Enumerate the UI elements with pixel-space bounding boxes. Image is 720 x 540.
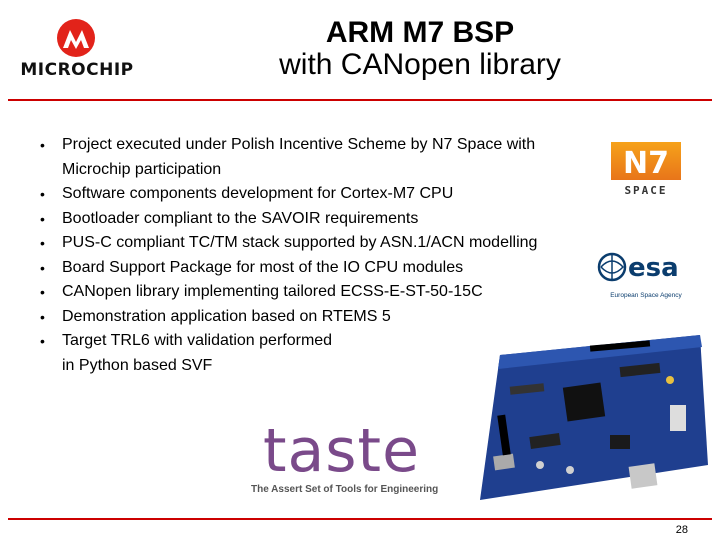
bullet-item: Board Support Package for most of the IO… (40, 256, 560, 281)
n7-space-logo: N7 SPACE (611, 142, 681, 197)
header-divider (8, 99, 712, 101)
bullet-item: Project executed under Polish Incentive … (40, 133, 560, 182)
bullet-item: CANopen library implementing tailored EC… (40, 280, 560, 305)
page-number: 28 (675, 524, 688, 536)
n7-sub-text: SPACE (624, 184, 667, 197)
bullet-list: Project executed under Polish Incentive … (40, 133, 560, 378)
bullet-item: Bootloader compliant to the SAVOIR requi… (40, 207, 560, 232)
bullet-continuation: in Python based SVF (62, 356, 213, 374)
taste-logo: taste The Assert Set of Tools for Engine… (245, 416, 445, 500)
title-line-1: ARM M7 BSP (325, 16, 515, 49)
esa-logo: esa European Space Agency (597, 252, 683, 299)
microchip-logo: MICROCHIP (18, 14, 136, 84)
footer-divider (8, 518, 712, 520)
microchip-emblem-icon (57, 19, 95, 57)
esa-text: esa (628, 253, 679, 283)
title-line-2: with CANopen library (279, 48, 561, 81)
bullet-item: Target TRL6 with validation performed (40, 329, 560, 354)
development-board-image (480, 335, 708, 500)
taste-tagline: The Assert Set of Tools for Engineering (251, 484, 439, 495)
bullet-item: Software components development for Cort… (40, 182, 560, 207)
bullet-item: Demonstration application based on RTEMS… (40, 305, 560, 330)
taste-wordmark: taste (263, 416, 420, 486)
slide-title: ARM M7 BSP with CANopen library (240, 18, 600, 80)
esa-sub-text: European Space Agency (610, 292, 682, 299)
n7-text: N7 (623, 146, 669, 181)
bullet-item: PUS-C compliant TC/TM stack supported by… (40, 231, 560, 256)
microchip-wordmark: MICROCHIP (20, 60, 134, 80)
